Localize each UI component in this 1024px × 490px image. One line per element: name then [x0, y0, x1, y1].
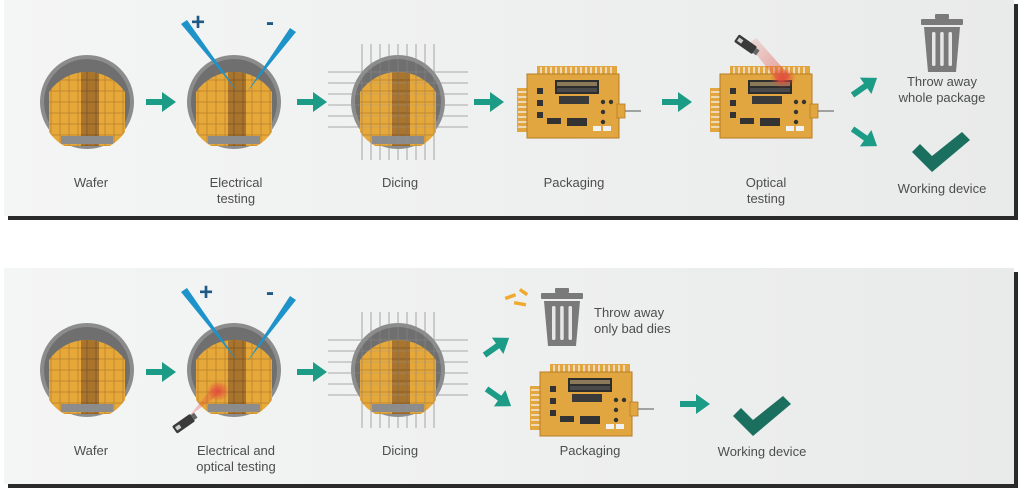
- bottom-trash-can-icon: [541, 288, 583, 346]
- bottom-step-label-electrical-optical-testing: Electrical and optical testing: [196, 443, 276, 474]
- top-step-label-optical-testing: Optical testing: [745, 175, 787, 206]
- top-discard-label: Throw away whole package: [898, 74, 986, 105]
- plus-sign: +: [199, 279, 213, 306]
- bottom-check-mark-icon: [733, 396, 791, 436]
- plus-sign: +: [191, 9, 205, 36]
- top-trash-can-icon: [921, 14, 963, 72]
- top-success-label: Working device: [897, 181, 987, 196]
- top-step-label-electrical-testing: Electrical testing: [209, 175, 263, 206]
- top-polarity-signs: + - + -: [191, 9, 274, 306]
- bad-dies-fragments: [504, 288, 529, 307]
- top-flow-panel: [4, 0, 1014, 216]
- bottom-flow-panel: [4, 268, 1014, 484]
- top-check-mark-icon: [912, 132, 970, 172]
- minus-sign: -: [266, 279, 274, 306]
- bottom-step-label-packaging: Packaging: [559, 443, 621, 458]
- minus-sign: -: [266, 9, 274, 36]
- bottom-discard-label: Throw away only bad dies: [594, 305, 671, 336]
- bottom-step-label-wafer: Wafer: [73, 443, 109, 458]
- top-step-label-wafer: Wafer: [73, 175, 109, 190]
- top-step-label-packaging: Packaging: [543, 175, 605, 190]
- bottom-step-label-dicing: Dicing: [381, 443, 419, 458]
- bottom-success-label: Working device: [717, 444, 807, 459]
- top-step-label-dicing: Dicing: [381, 175, 419, 190]
